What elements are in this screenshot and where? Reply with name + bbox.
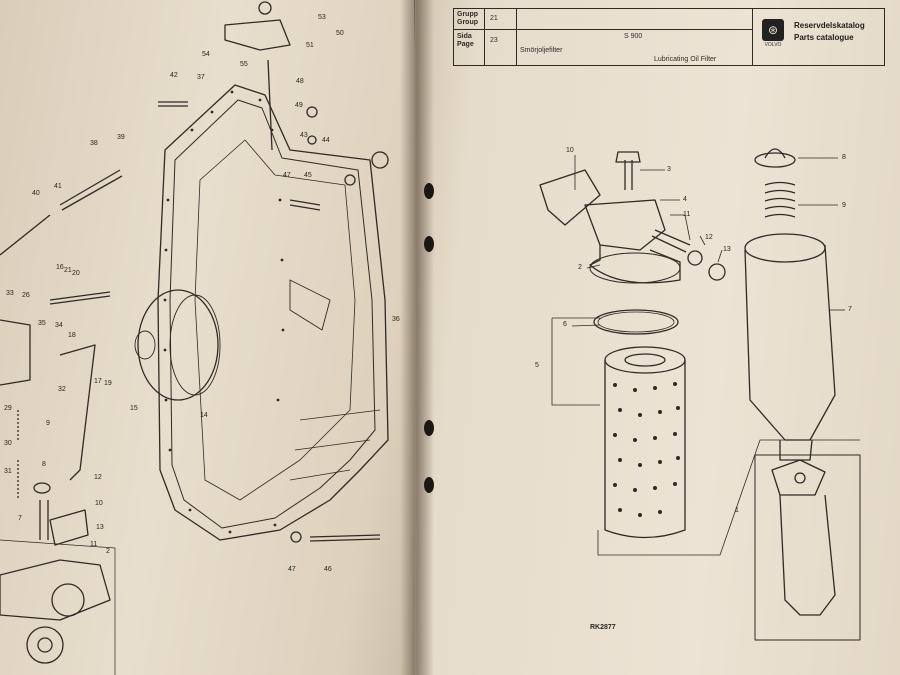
binder-hole: [424, 183, 434, 199]
drawing-code: RK2877: [590, 624, 616, 631]
callout-label: 9: [842, 202, 846, 209]
callout-label: 32: [58, 386, 66, 393]
bracket-part: [224, 19, 291, 51]
title-block: Grupp Group 21 Sida Page 23 S 900 Smörjo…: [453, 8, 885, 66]
callout-label: 2: [578, 264, 582, 271]
callout-label: 53: [318, 14, 326, 21]
brand-name: VOLVO: [764, 42, 782, 48]
callout-label: 40: [32, 190, 40, 197]
model-number: S 900: [624, 33, 643, 40]
stud-part: [158, 101, 188, 107]
callout-label: 38: [90, 140, 98, 147]
callout-label: 43: [300, 132, 308, 139]
group-label-sv: Grupp: [457, 11, 478, 18]
callout-label: 11: [683, 211, 691, 218]
filter-housing: [744, 244, 836, 441]
callout-label: 33: [6, 290, 14, 297]
assembled-filter-box: [754, 454, 861, 641]
callout-label: 5: [535, 362, 539, 369]
binder-hole: [424, 477, 434, 493]
callout-label: 49: [295, 102, 303, 109]
callout-label: 34: [55, 322, 63, 329]
callout-label: 55: [240, 61, 248, 68]
callout-label: 12: [94, 474, 102, 481]
binder-hole: [424, 236, 434, 252]
callout-label: 42: [170, 72, 178, 79]
page-label-en: Page: [457, 41, 474, 48]
sealing-ring: [593, 309, 679, 335]
callout-label: 9: [46, 420, 50, 427]
callout-label: 30: [4, 440, 12, 447]
group-value: 21: [490, 15, 498, 22]
callout-label: 3: [667, 166, 671, 173]
callout-label: 54: [202, 51, 210, 58]
callout-label: 36: [392, 316, 400, 323]
callout-label: 7: [848, 306, 852, 313]
callout-label: 47: [288, 566, 296, 573]
callout-label: 14: [200, 412, 208, 419]
page-value: 23: [490, 37, 498, 44]
binder-hole: [424, 420, 434, 436]
book-gutter: [400, 0, 434, 675]
title-swedish: Smörjoljefilter: [520, 47, 563, 54]
callout-label: 10: [566, 147, 574, 154]
callout-label: 19: [104, 380, 112, 387]
oil-strainer: [137, 289, 219, 401]
group-label-en: Group: [457, 19, 478, 26]
callout-label: 18: [68, 332, 76, 339]
filter-element: [604, 360, 686, 539]
callout-label: 10: [95, 500, 103, 507]
catalogue-title-en: Parts catalogue: [794, 33, 854, 42]
catalogue-title-sv: Reservdelskatalog: [794, 21, 865, 30]
drain-plug: [371, 151, 389, 169]
callout-label: 2: [106, 548, 110, 555]
callout-label: 21: [64, 267, 72, 274]
valve-cap: [754, 152, 796, 168]
callout-label: 20: [72, 270, 80, 277]
callout-label: 6: [563, 321, 567, 328]
filter-head-top: [584, 199, 666, 251]
callout-label: 51: [306, 42, 314, 49]
callout-label: 48: [296, 78, 304, 85]
right-catalogue-page: [415, 0, 900, 675]
callout-label: 11: [90, 541, 98, 548]
callout-label: 15: [130, 405, 138, 412]
callout-label: 46: [324, 566, 332, 573]
callout-label: 13: [723, 246, 731, 253]
callout-label: 17: [94, 378, 102, 385]
callout-label: 37: [197, 74, 205, 81]
callout-label: 41: [54, 183, 62, 190]
flange-gasket: [539, 169, 601, 226]
callout-label: 35: [38, 320, 46, 327]
callout-label: 8: [842, 154, 846, 161]
callout-label: 45: [304, 172, 312, 179]
callout-label: 29: [4, 405, 12, 412]
callout-label: 31: [4, 468, 12, 475]
callout-label: 44: [322, 137, 330, 144]
long-bolt: [309, 534, 381, 542]
page-label-sv: Sida: [457, 33, 472, 40]
callout-label: 13: [96, 524, 104, 531]
callout-label: 47: [283, 172, 291, 179]
oil-pan-outline: [157, 84, 389, 541]
callout-label: 8: [42, 461, 46, 468]
title-english: Lubricating Oil Filter: [654, 56, 717, 63]
volvo-logo-icon: ⊛: [762, 19, 784, 41]
oil-pan-flange: [169, 99, 376, 529]
callout-label: 12: [705, 234, 713, 241]
callout-label: 50: [336, 30, 344, 37]
callout-label: 26: [22, 292, 30, 299]
callout-label: 39: [117, 134, 125, 141]
valve-spring: [764, 181, 796, 218]
filter-bolt: [624, 160, 633, 190]
callout-label: 7: [18, 515, 22, 522]
callout-label: 4: [683, 196, 687, 203]
callout-label: 16: [56, 264, 64, 271]
banjo-bolt: [651, 229, 691, 253]
callout-label: 1: [735, 507, 739, 514]
filter-head: [589, 245, 681, 284]
